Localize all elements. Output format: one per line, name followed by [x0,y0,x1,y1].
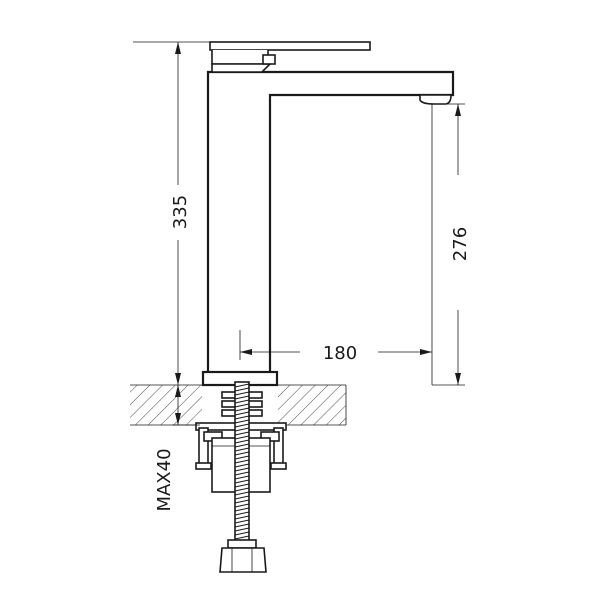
thread-mark [234,467,250,472]
thread-mark [234,479,250,484]
dimension-label-180: 180 [323,343,357,364]
dimension-height-total: 335 [133,41,210,385]
thread-mark [234,387,250,392]
thread-mark [234,459,250,464]
thread-mark [234,439,250,444]
thread-mark [234,527,250,532]
thread-mark [234,507,250,512]
thread-mark [234,423,250,428]
thread-mark [234,491,250,496]
thread-mark [234,475,250,480]
thread-mark [234,471,250,476]
faucet-body [201,70,455,387]
thread-mark [234,443,250,448]
thread-mark [234,515,250,520]
thread-mark [234,395,250,400]
dimension-max-thickness: MAX40 [154,385,200,512]
thread-mark [234,411,250,416]
thread-mark [234,499,250,504]
thread-mark [234,415,250,420]
thread-mark [234,495,250,500]
thread-mark [234,503,250,508]
thread-mark [234,391,250,396]
threaded-rod [219,381,267,573]
thread-mark [234,463,250,468]
dimension-label-max40: MAX40 [154,448,175,511]
thread-mark [234,451,250,456]
thread-mark [234,455,250,460]
dimension-spout-height: 276 [431,103,471,386]
thread-mark [234,419,250,424]
dimension-spout-reach: 180 [240,340,432,364]
thread-mark [234,431,250,436]
thread-mark [234,531,250,536]
thread-mark [234,403,250,408]
dimension-label-276: 276 [450,227,471,261]
thread-mark [234,523,250,528]
thread-mark [234,511,250,516]
faucet-handle [209,41,371,73]
thread-mark [234,399,250,404]
thread-mark [234,535,250,540]
thread-mark [234,447,250,452]
thread-mark [234,427,250,432]
thread-mark [234,435,250,440]
thread-mark [234,483,250,488]
dimension-label-335: 335 [170,195,191,229]
thread-mark [234,383,250,388]
thread-mark [234,519,250,524]
countertop [130,384,347,426]
thread-mark [234,487,250,492]
thread-mark [234,407,250,412]
